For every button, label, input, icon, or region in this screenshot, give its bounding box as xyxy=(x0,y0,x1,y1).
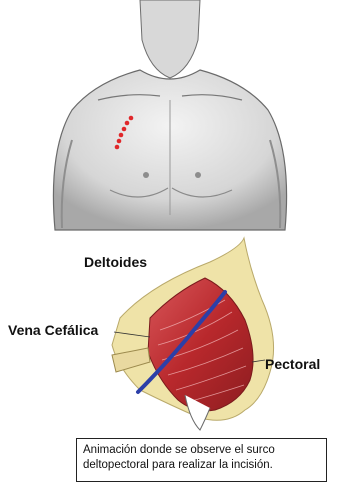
caption-line-1: Animación donde se observe el surco xyxy=(83,443,320,458)
incision-dot xyxy=(115,145,120,150)
incision-dot xyxy=(122,127,127,132)
cephalic-vein-label: Vena Cefálica xyxy=(8,322,98,338)
caption-box: Animación donde se observe el surco delt… xyxy=(76,438,327,482)
incision-dot xyxy=(117,139,122,144)
torso-illustration xyxy=(53,0,286,230)
deltoid-label: Deltoides xyxy=(84,254,147,270)
incision-dot xyxy=(125,121,130,126)
caption-line-2: deltopectoral para realizar la incisión. xyxy=(83,458,320,473)
incision-dot xyxy=(119,133,124,138)
pectoral-label: Pectoral xyxy=(265,356,320,372)
incision-dot xyxy=(129,116,134,121)
